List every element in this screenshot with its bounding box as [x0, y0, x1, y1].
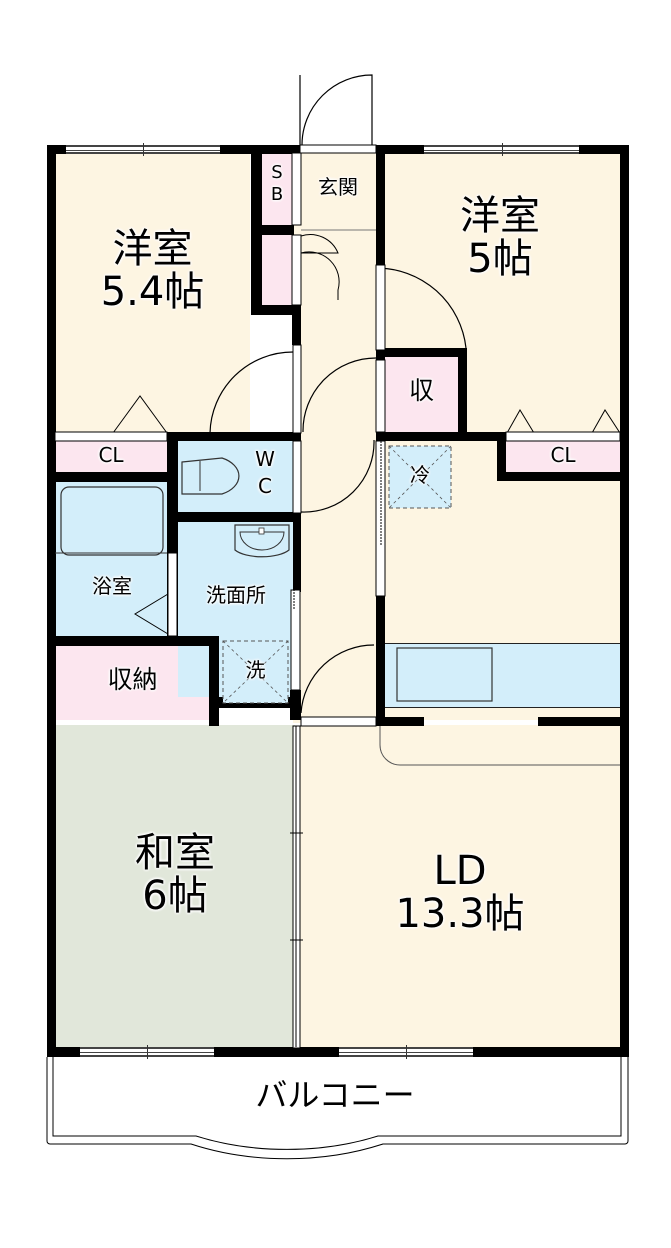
wall-cl-right-bottom [497, 472, 628, 481]
outer-wall-bottom [47, 1047, 629, 1057]
closet-right-label: CL [550, 443, 576, 467]
wall-hall-right-upper [376, 145, 385, 265]
washer-label: 洗 [245, 658, 266, 682]
wall-kitchen-bottom-right [538, 717, 628, 726]
toilet-c: C [258, 474, 272, 498]
outer-wall-left [47, 145, 56, 1057]
western-room-1-label: 洋室 5.4帖 [70, 226, 235, 316]
toilet-label: W C [245, 446, 285, 500]
window-room1 [66, 143, 220, 156]
living-dining-name: LD [433, 848, 487, 894]
storage-small-label: 収 [408, 376, 434, 405]
wall-cl-left-bottom [47, 472, 177, 482]
wall-bath-bottom [47, 636, 217, 646]
wall-wash-right-lower [290, 690, 301, 720]
shoe-box-area [262, 153, 292, 225]
wall-storage-right [458, 348, 467, 438]
living-dining-floor [300, 725, 620, 1047]
bathroom-label: 浴室 [92, 574, 132, 598]
western-room-1-floor [55, 153, 250, 433]
outer-wall-right [620, 145, 629, 1057]
window-living-dining [339, 1045, 473, 1059]
wall-hall-right-mid [376, 345, 385, 370]
window-japanese-room [80, 1045, 214, 1059]
wall-room1-bottom [166, 432, 301, 441]
storage-small-area [384, 355, 459, 433]
wall-kitchen-bottom-left [376, 717, 424, 726]
washroom-label: 洗面所 [206, 583, 266, 607]
japanese-room-floor [55, 725, 295, 1047]
wall-kitchen-left-lower [376, 595, 385, 725]
japanese-room-size: 6帖 [142, 873, 208, 920]
japanese-room-label: 和室 6帖 [95, 830, 255, 920]
closet-left-area [55, 440, 167, 472]
shoe-box-b: B [270, 183, 284, 205]
toilet-w: W [255, 447, 275, 471]
hallway-floor [293, 153, 376, 723]
wall-storage-right [209, 636, 219, 726]
fridge-label: 冷 [410, 463, 430, 487]
japanese-room-name: 和室 [135, 830, 215, 876]
window-room2 [424, 143, 579, 156]
wall-hall-left-upper [292, 305, 301, 345]
wall-wc-bottom [167, 512, 301, 522]
western-room-1-name: 洋室 [112, 226, 193, 272]
wall-coat-bottom [251, 305, 301, 315]
western-room-2-size: 5帖 [467, 236, 533, 283]
wall-sb-mid [251, 225, 294, 235]
entrance-label: 玄関 [318, 175, 358, 199]
balcony-label: バルコニー [255, 1076, 415, 1114]
living-dining-label: LD 13.3帖 [370, 848, 550, 938]
wall-wc-left [167, 432, 178, 637]
western-room-2-label: 洋室 5帖 [425, 193, 575, 283]
living-dining-size: 13.3帖 [395, 891, 525, 938]
shoe-box-s: S [271, 162, 283, 183]
closet-right-area [506, 440, 620, 472]
coat-storage-area [262, 235, 292, 305]
wall-storage-top [376, 348, 466, 357]
wall-wash-right [293, 512, 301, 592]
wall-cl-right-left [497, 432, 506, 480]
storage-label: 収納 [107, 665, 158, 694]
closet-left-label: CL [98, 443, 124, 467]
western-room-1-size: 5.4帖 [100, 269, 205, 316]
shoe-box-label: S B [262, 162, 292, 205]
western-room-2-name: 洋室 [460, 193, 540, 239]
